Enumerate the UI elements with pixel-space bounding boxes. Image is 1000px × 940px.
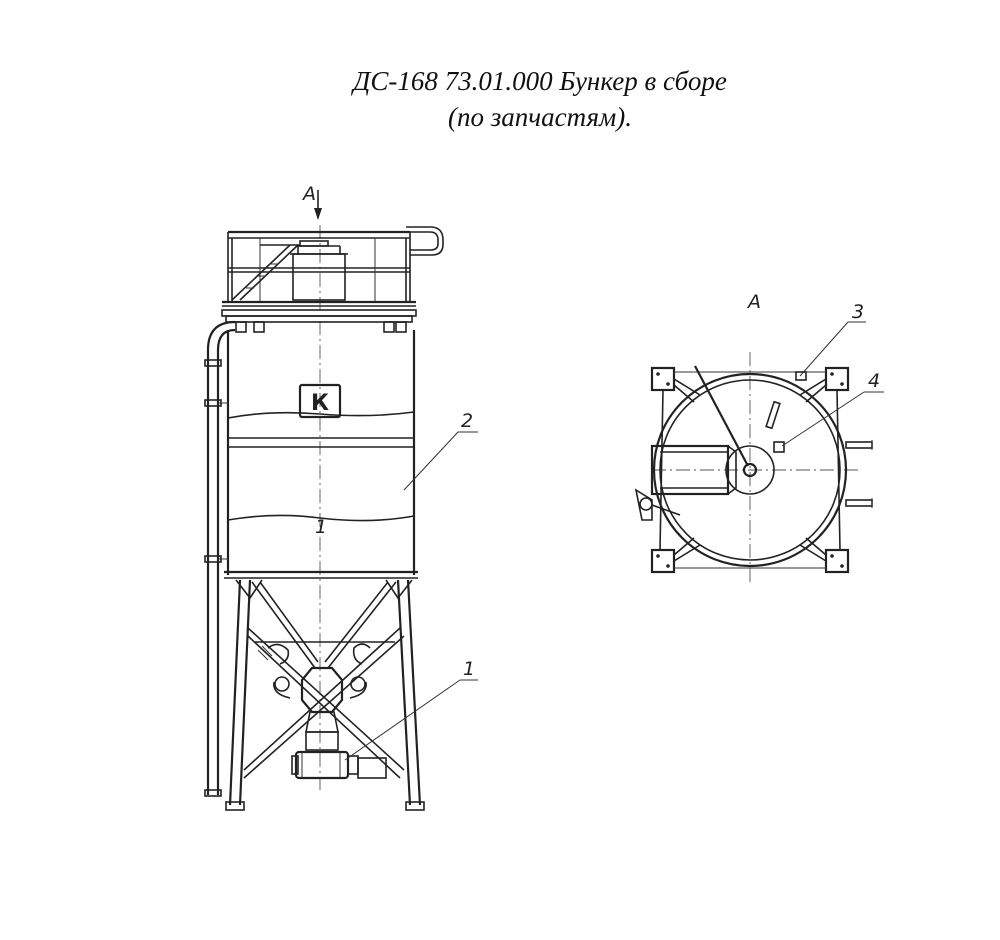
support-structure <box>225 579 425 811</box>
center-hub <box>725 445 775 495</box>
view-arrow-label: А <box>301 183 316 205</box>
side-pipe <box>204 320 236 797</box>
left-bracket <box>634 488 681 521</box>
center-point <box>742 462 758 478</box>
square-plate <box>773 441 785 453</box>
callout-1-body: 1 <box>315 516 327 538</box>
part-3 <box>795 371 807 381</box>
slot <box>765 400 781 430</box>
nozzles <box>845 440 873 508</box>
manufacturer-logo: К <box>298 383 342 419</box>
callout-3-leader <box>799 321 849 377</box>
top-flange <box>221 309 417 333</box>
rod <box>694 365 749 467</box>
top-railing <box>222 226 444 307</box>
drawing-subtitle: (по запчастям). <box>448 102 632 132</box>
logo-letter: К <box>311 391 329 416</box>
top-view: А <box>634 291 884 582</box>
front-view: А <box>204 183 478 811</box>
callout-1-feeder: 1 <box>463 658 475 680</box>
frame-corners <box>650 366 850 574</box>
view-arrow-head <box>314 208 322 220</box>
callout-2: 2 <box>461 410 473 432</box>
silo-outline <box>652 372 848 568</box>
inlet-chute <box>650 444 737 496</box>
callout-4-leader <box>781 391 865 447</box>
callout-4: 4 <box>868 370 880 392</box>
silo-body <box>224 330 418 579</box>
callout-3: 3 <box>852 301 864 323</box>
view-a-label: А <box>746 291 761 313</box>
silo-inner-outline <box>659 379 841 561</box>
drawing-title: ДС-168 73.01.000 Бункер в сборе <box>353 66 727 96</box>
callouts-front: 2 1 1 <box>315 410 478 761</box>
